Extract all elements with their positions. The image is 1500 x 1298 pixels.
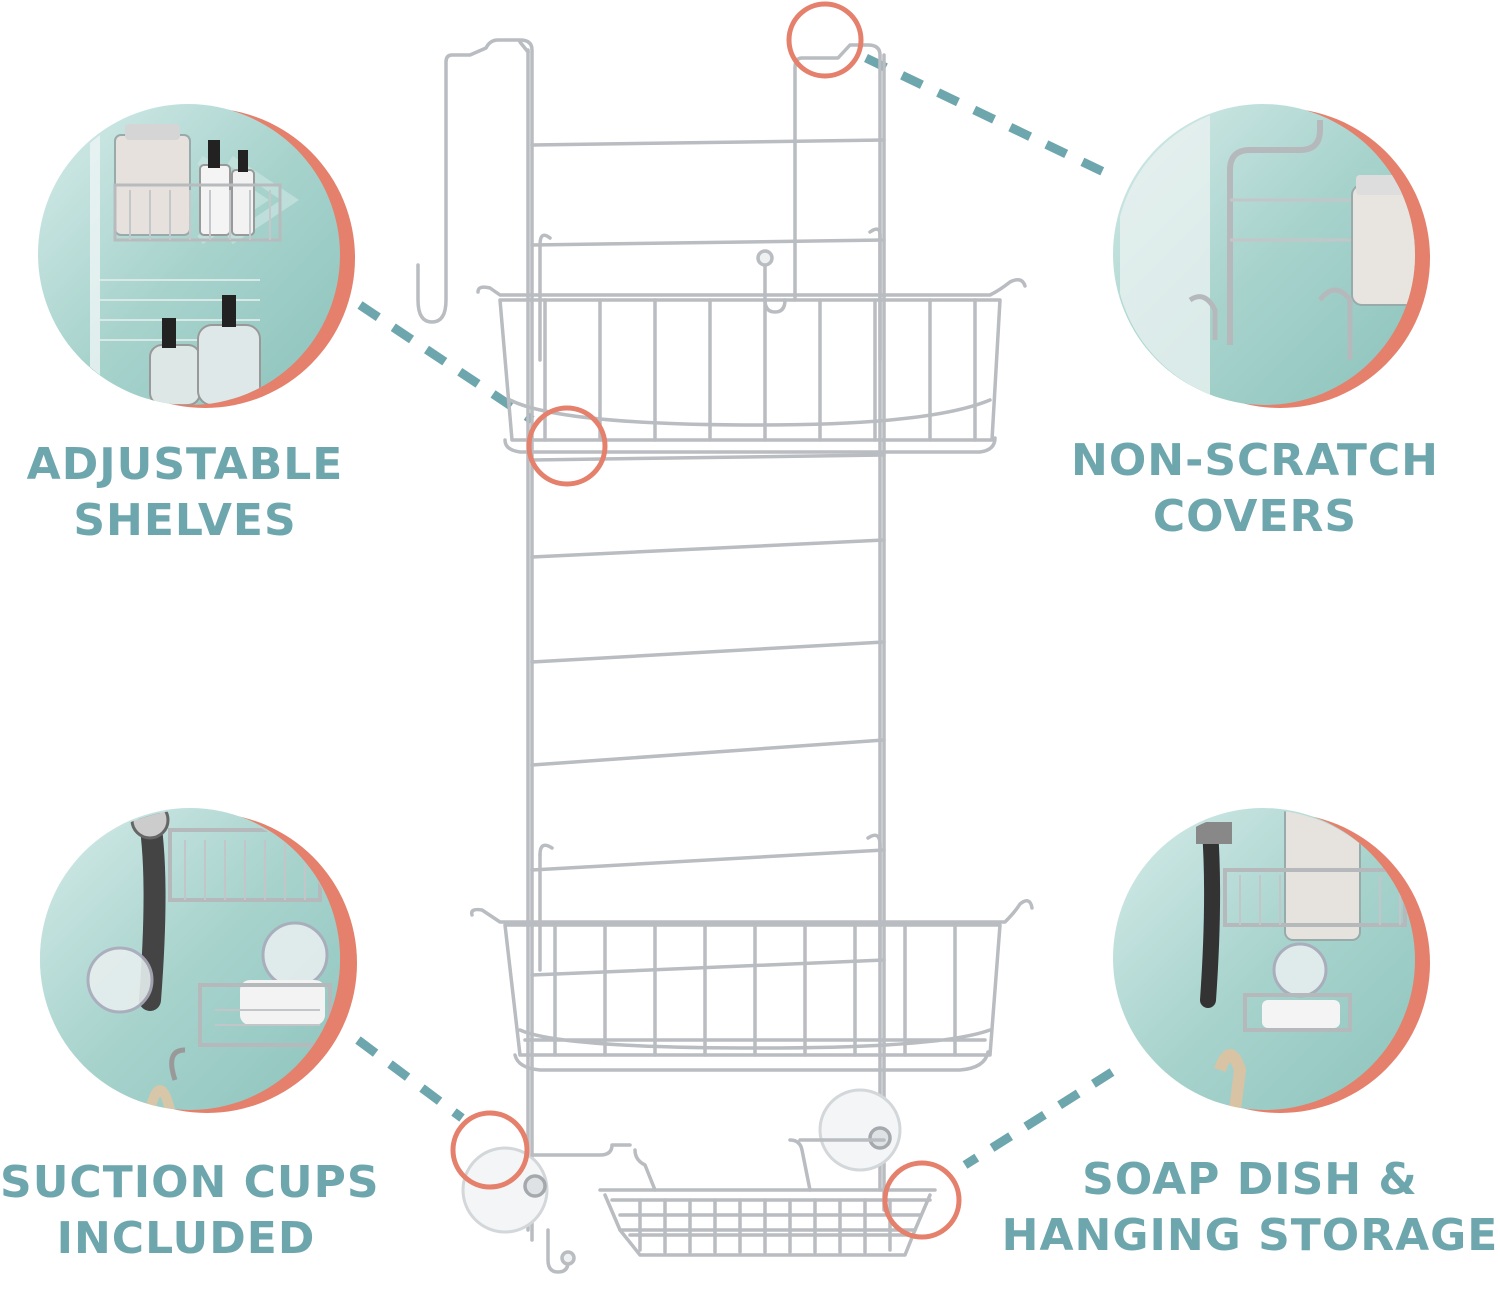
feature-label-line: HANGING STORAGE <box>1001 1210 1499 1261</box>
callout-ring-shelf <box>526 405 608 487</box>
leader-adjustable-shelves <box>357 301 535 424</box>
soap-dish <box>530 1138 937 1274</box>
callout-rings <box>450 1 962 1240</box>
left-door-hook <box>416 38 534 1242</box>
callout-ring-hook-cover <box>786 1 864 79</box>
detail-circle-adjustable-shelves <box>38 104 355 408</box>
right-door-hook <box>793 43 882 1192</box>
callout-ring-soap-dish <box>882 1160 962 1240</box>
feature-label-soap-dish: SOAP DISH & HANGING STORAGE <box>1000 1152 1500 1264</box>
dashed-leaders <box>355 53 1115 1169</box>
leader-suction-cups <box>355 1036 465 1122</box>
feature-label-line: COVERS <box>1152 491 1358 542</box>
soap-dish-photo <box>1115 810 1415 1110</box>
shower-caddy <box>416 38 1034 1274</box>
leader-soap-dish <box>962 1068 1115 1169</box>
detail-circle-non-scratch-covers <box>1113 104 1430 408</box>
feature-label-line: NON-SCRATCH <box>1071 435 1439 486</box>
suction-cups <box>461 1088 902 1234</box>
leader-non-scratch-covers <box>864 53 1112 180</box>
feature-label-line: ADJUSTABLE <box>26 439 344 490</box>
shelf-basket-photo <box>40 105 340 405</box>
crossbars <box>530 138 886 977</box>
lower-basket <box>469 833 1034 1072</box>
hook-cover-photo <box>1115 105 1415 405</box>
feature-label-suction-cups: SUCTION CUPS INCLUDED <box>0 1155 380 1267</box>
callout-ring-suction-cup <box>450 1110 530 1190</box>
feature-label-line: SOAP DISH & <box>1082 1154 1418 1205</box>
upper-basket <box>476 227 1027 454</box>
detail-circle-soap-dish <box>1113 808 1430 1113</box>
feature-label-line: INCLUDED <box>56 1213 316 1264</box>
detail-circle-suction-cups <box>40 808 357 1113</box>
feature-label-line: SUCTION CUPS <box>0 1157 380 1208</box>
feature-label-non-scratch-covers: NON-SCRATCH COVERS <box>1050 433 1460 545</box>
feature-label-adjustable-shelves: ADJUSTABLE SHELVES <box>10 437 360 549</box>
feature-label-line: SHELVES <box>73 495 297 546</box>
